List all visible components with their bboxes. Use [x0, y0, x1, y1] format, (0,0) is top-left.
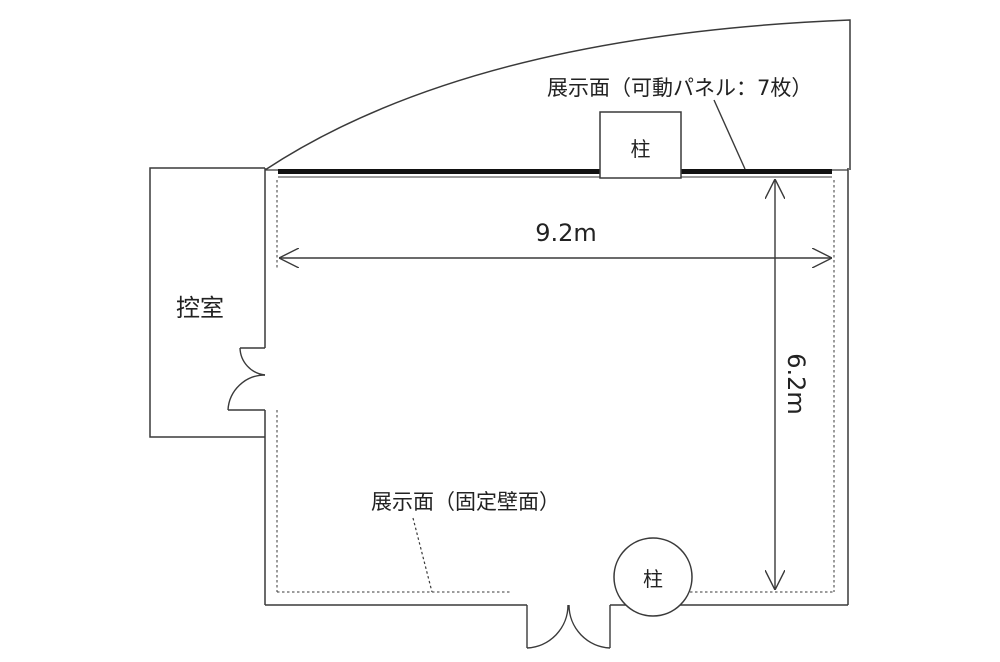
pillar-bottom-label: 柱: [643, 567, 663, 591]
control-room-label: 控室: [176, 294, 224, 322]
fixed-display-outline: [276, 180, 835, 593]
pillar-round: [613, 537, 693, 617]
movable-display-label: 展示面（可動パネル：7枚）: [547, 76, 812, 100]
control-room: [149, 167, 265, 438]
curved-outer-wall: [264, 19, 851, 171]
width-dimension-label: 9.2m: [535, 219, 597, 247]
door-swing-icon: [227, 347, 266, 411]
double-door-swing-icon: [526, 604, 611, 649]
depth-dimension-label: 6.2m: [782, 353, 810, 415]
fixed-display-label: 展示面（固定壁面）: [371, 490, 560, 514]
leader-fixed: [412, 517, 433, 593]
pillar-square: [599, 111, 682, 179]
pillar-top-label: 柱: [631, 137, 651, 161]
leader-movable: [713, 99, 746, 170]
